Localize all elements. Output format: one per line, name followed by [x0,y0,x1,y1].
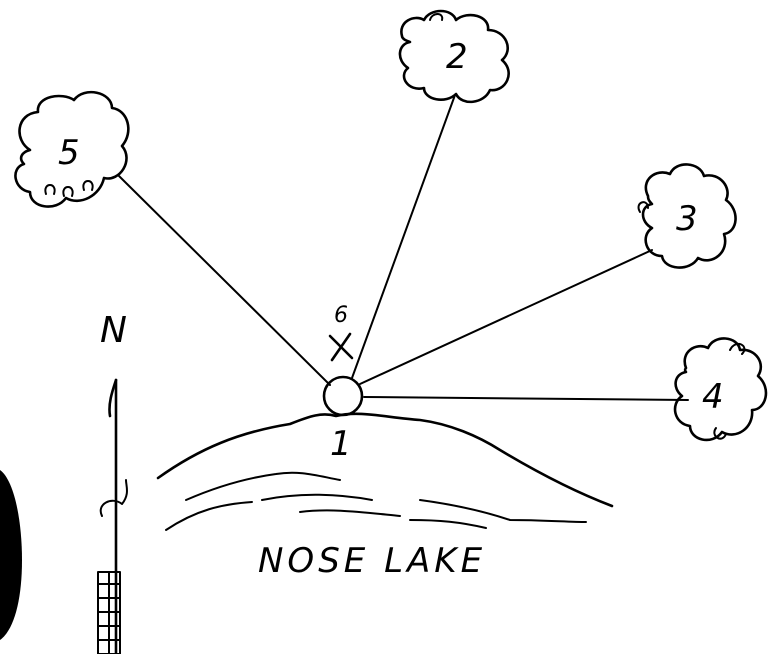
north-label: N [100,310,127,351]
station-1-label: 1 [330,424,352,464]
north-arrow: N [97,310,128,654]
cloud-2-label: 2 [446,37,468,77]
cloud-3-label: 3 [676,199,698,239]
page-edge-shadow [0,470,22,640]
ridge-line-4 [409,519,487,529]
mountain-ridge [156,412,614,531]
cloud-2: 2 [398,9,510,104]
ridge-line-2 [165,493,373,531]
north-arrow-head-icon [108,378,118,418]
ridge-line-1 [185,471,341,501]
cloud-4: 4 [673,337,768,442]
cloud-3-curl [637,201,649,213]
line-to-cloud-4 [363,396,689,401]
cloud-5-outline [14,90,130,208]
station-6-marker: 6 [328,303,354,362]
cloud-4-outline [673,337,768,442]
cloud-3-outline [641,163,737,269]
x-mark-icon [328,332,354,362]
station-1: 1 [322,375,364,464]
cloud-3: 3 [637,163,737,269]
cloud-2-outline [398,9,510,104]
line-to-cloud-2 [351,94,456,379]
line-to-cloud-3 [359,249,653,385]
lake-label: NOSE LAKE [258,541,486,581]
cloud-4-curl [713,342,746,440]
ridge-outline [156,412,614,508]
cloud-5-label: 5 [58,133,80,173]
sight-lines [117,94,689,401]
north-arrow-wave [99,479,128,517]
station-1-circle [322,375,364,417]
ridge-line-3 [299,499,587,523]
cloud-4-label: 4 [702,377,724,417]
cloud-2-curl [429,13,444,21]
station-6-label: 6 [334,303,348,328]
north-arrow-hatch [97,571,121,654]
cloud-5: 5 [14,90,130,208]
cloud-5-curl [44,180,94,197]
line-to-cloud-5 [117,174,331,386]
